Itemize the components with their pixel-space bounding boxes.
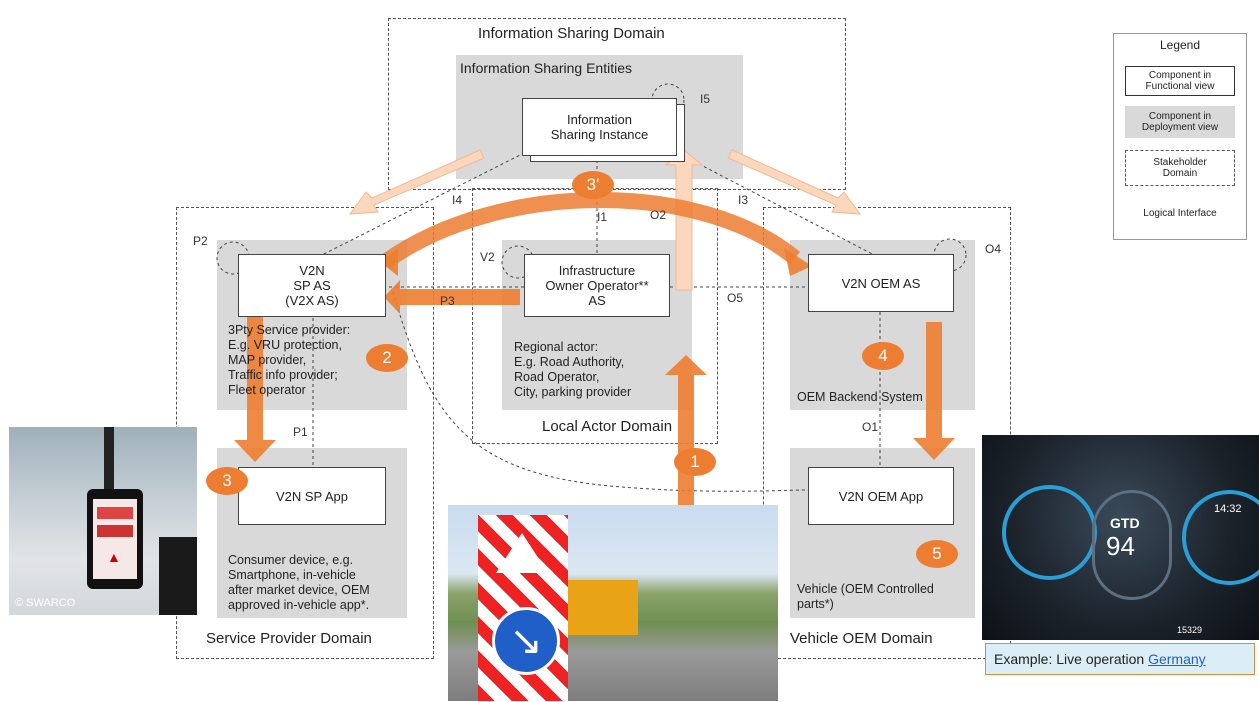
dashboard-odometer: 15329 <box>1177 625 1203 635</box>
legend-functional: Component in Functional view <box>1125 66 1235 96</box>
interface-label-o2: O2 <box>650 208 667 222</box>
legend-deployment-label: Component in Deployment view <box>1141 111 1219 133</box>
arrow-info-to-sp <box>348 149 485 215</box>
arrow-oem-as-to-app <box>913 322 955 460</box>
consumer-device-description: Consumer device, e.g. Smartphone, in-veh… <box>228 553 370 612</box>
dashboard-speed: 94 <box>1106 531 1135 561</box>
legend-stakeholder-label: Stakeholder Domain <box>1153 157 1207 179</box>
legend-title: Legend <box>1159 38 1201 52</box>
interface-label-i4: I4 <box>452 193 463 207</box>
right-gauge <box>1182 490 1259 585</box>
legend-deployment: Component in Deployment view <box>1125 106 1235 138</box>
phone-mount-arm <box>104 427 114 517</box>
interface-label-i3: I3 <box>738 193 749 207</box>
interface-label-p1: P1 <box>293 425 308 439</box>
interface-label-o1: O1 <box>862 420 879 434</box>
interface-label-o4: O4 <box>985 242 1002 256</box>
info-sharing-domain-title: Information Sharing Domain <box>478 25 665 42</box>
roadworks-sign <box>496 533 548 573</box>
v2n-oem-app: V2N OEM App <box>808 467 954 525</box>
arrow-road-to-infra <box>665 355 707 505</box>
interface-line-i4 <box>315 149 531 259</box>
step-badge-2: 2 <box>366 344 408 372</box>
dashboard-time: 14:32 <box>1214 503 1242 515</box>
local-actor-domain-title: Local Actor Domain <box>542 418 673 435</box>
screen-tile-row <box>97 507 133 519</box>
service-provider-domain-title: Service Provider Domain <box>206 630 372 647</box>
info-sharing-entities-title: Information Sharing Entities <box>460 60 632 76</box>
vehicle-description: Vehicle (OEM Controlled parts*) <box>797 582 934 611</box>
smartphone-photo: ▲ © SWARCO <box>9 427 197 615</box>
sp-description: 3Pty Service provider: E.g. VRU protecti… <box>228 323 351 397</box>
arrow-sp-to-oem-head <box>784 248 812 276</box>
info-sharing-domain <box>388 18 846 190</box>
arrow-infra-to-sp <box>384 280 520 314</box>
example-germany-link[interactable]: Germany <box>1148 651 1206 667</box>
interface-label-o5: O5 <box>727 291 744 305</box>
step-badge-3: 3 <box>206 467 248 495</box>
arrow-info-to-oem <box>727 149 862 215</box>
v2n-sp-as: V2N SP AS (V2X AS) <box>238 254 386 317</box>
legend-stakeholder: Stakeholder Domain <box>1125 150 1235 186</box>
v2n-oem-as: V2N OEM AS <box>808 254 954 312</box>
arrow-oem-to-sp-head <box>380 248 398 276</box>
v2n-sp-as-label: V2N SP AS (V2X AS) <box>285 263 339 308</box>
mount-clip <box>159 537 197 615</box>
interface-label-i5: I5 <box>700 92 711 106</box>
legend-functional-label: Component in Functional view <box>1145 70 1215 92</box>
v2n-sp-app: V2N SP App <box>238 467 386 525</box>
interface-line-p4 <box>392 291 809 492</box>
v2n-oem-as-label: V2N OEM AS <box>841 275 921 291</box>
oem-backend-description: OEM Backend System <box>797 390 923 404</box>
infrastructure-owner-label: Infrastructure Owner Operator** AS <box>545 263 649 308</box>
interface-label-i1: I1 <box>597 210 608 224</box>
direction-sign: ↘ <box>492 607 560 675</box>
interface-label-p3: P3 <box>440 294 455 308</box>
example-prefix: Example: Live operation <box>994 651 1149 667</box>
vehicle-oem-domain-title: Vehicle OEM Domain <box>790 630 933 647</box>
step-badge-1: 1 <box>674 448 716 476</box>
vehicle-oem-domain <box>763 207 1011 659</box>
center-gauge <box>1092 490 1172 600</box>
arrow-infra-to-info <box>664 149 704 291</box>
dashboard-photo: GTD 94 14:32 15329 <box>982 435 1259 640</box>
step-badge-3prime: 3' <box>572 171 614 199</box>
legend-interface-label: Logical Interface <box>1143 208 1217 219</box>
example-banner: Example: Live operation Germany <box>985 643 1255 675</box>
roadworks-photo: ↘ <box>448 505 778 701</box>
left-gauge <box>1002 485 1097 580</box>
arrow-sp-as-to-app <box>234 312 276 462</box>
info-sharing-instance-label: Information Sharing Instance <box>550 112 649 142</box>
warning-icon: ▲ <box>107 549 121 565</box>
info-sharing-instance: Information Sharing Instance <box>522 98 677 156</box>
screen-tile-row <box>97 525 133 537</box>
regional-actor-description: Regional actor: E.g. Road Authority, Roa… <box>514 340 632 399</box>
infrastructure-owner-operator-as: Infrastructure Owner Operator** AS <box>524 254 670 317</box>
interface-label-p2: P2 <box>193 234 208 248</box>
swarco-caption: © SWARCO <box>15 597 76 609</box>
truck <box>568 580 638 635</box>
step-badge-4: 4 <box>862 342 904 370</box>
v2n-sp-app-label: V2N SP App <box>275 488 349 504</box>
v2n-oem-app-label: V2N OEM App <box>838 488 924 504</box>
phone-screen: ▲ <box>93 499 137 579</box>
arrow-sp-to-oem-curve <box>380 192 801 269</box>
interface-label-v2: V2 <box>480 250 495 264</box>
dashboard-model: GTD <box>1110 515 1140 531</box>
step-badge-5: 5 <box>916 540 958 568</box>
